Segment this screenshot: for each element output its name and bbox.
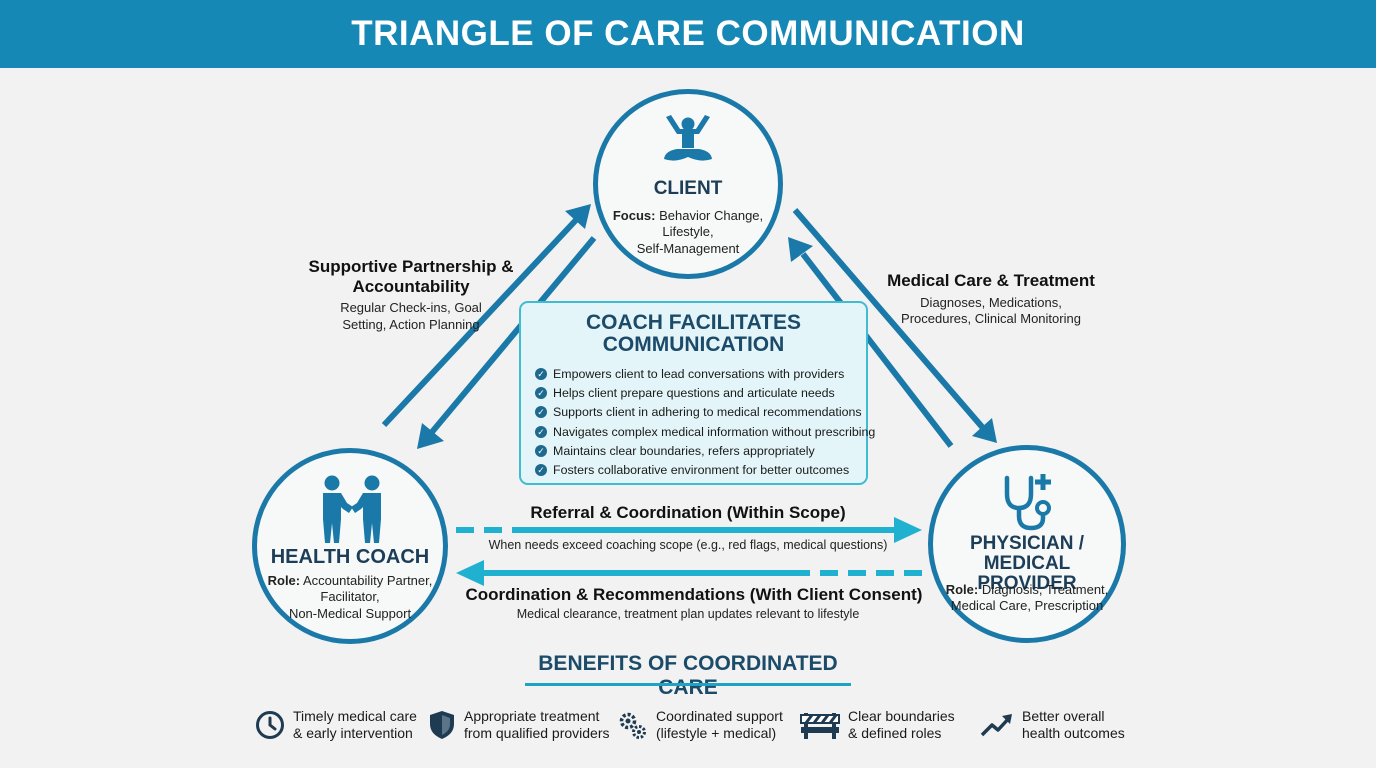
client-node: CLIENT Focus: Behavior Change, Lifestyle… xyxy=(593,89,783,279)
referral-label: Referral & Coordination (Within Scope) xyxy=(468,503,908,523)
list-item: ✓ Maintains clear boundaries, refers appr… xyxy=(535,441,875,460)
coach-facilitates-box: COACH FACILITATES COMMUNICATION ✓ Empower… xyxy=(519,301,875,485)
arrow-physician-to-client xyxy=(788,237,954,448)
list-item: ✓ Fosters collaborative environment for b… xyxy=(535,460,875,479)
arrow-client-to-physician xyxy=(792,208,997,443)
benefits-title: BENEFITS OF COORDINATED CARE xyxy=(538,652,838,699)
list-item-text: Helps client prepare questions and artic… xyxy=(553,385,835,400)
client-focus-line: Lifestyle, xyxy=(662,224,714,240)
benefit-item: Coordinated support (lifestyle + medical… xyxy=(616,708,783,742)
benefit-text-line: Better overall xyxy=(1022,708,1105,724)
meditating-person-icon xyxy=(664,115,712,161)
physician-title-line: MEDICAL PROVIDER xyxy=(977,552,1077,594)
client-focus-label: Focus: xyxy=(612,208,656,223)
clock-icon xyxy=(256,711,284,740)
shield-icon xyxy=(430,711,454,740)
benefit-text-line: Coordinated support xyxy=(656,708,783,724)
check-circle-icon: ✓ xyxy=(535,425,547,438)
list-item-text: Supports client in adhering to medical r… xyxy=(553,405,862,420)
list-item: ✓ Supports client in adhering to medical … xyxy=(535,403,875,422)
benefit-item: Better overall health outcomes xyxy=(980,708,1125,742)
list-item-text: Fosters collaborative environment for be… xyxy=(553,463,850,478)
coach-facilitates-list: ✓ Empowers client to lead conversations w… xyxy=(535,364,875,480)
recommendations-label: Coordination & Recommendations (With Cli… xyxy=(458,585,930,605)
trend-up-icon xyxy=(980,714,1012,737)
check-circle-icon: ✓ xyxy=(535,386,547,399)
health-coach-role-line: Accountability Partner, xyxy=(303,573,433,588)
referral-title: Referral & Coordination (Within Scope) xyxy=(530,503,846,522)
partnership-title-line: Supportive Partnership & xyxy=(308,257,514,276)
benefits-underline xyxy=(525,683,851,686)
arrow-coach-to-client xyxy=(381,204,591,428)
health-coach-role-line: Facilitator, xyxy=(320,589,380,605)
physician-title: PHYSICIAN / MEDICAL PROVIDER xyxy=(933,534,1121,594)
client-title: CLIENT xyxy=(653,178,723,199)
physician-role-label: Role: xyxy=(945,582,979,597)
medical-care-title: Medical Care & Treatment xyxy=(887,271,1095,290)
physician-node: PHYSICIAN / MEDICAL PROVIDER Role: Diagn… xyxy=(928,445,1126,643)
partnership-desc-line: Setting, Action Planning xyxy=(342,316,480,332)
client-focus: Focus: Behavior Change, Lifestyle, Self-… xyxy=(598,208,778,257)
check-circle-icon: ✓ xyxy=(535,367,547,380)
medical-care-label: Medical Care & Treatment Diagnoses, Medi… xyxy=(870,271,1112,328)
arrow-recommendations xyxy=(456,560,922,586)
health-coach-node: HEALTH COACH Role: Accountability Partne… xyxy=(252,448,448,644)
physician-role-line: Diagnosis, Treatment, xyxy=(981,582,1109,597)
list-item: ✓ Helps client prepare questions and arti… xyxy=(535,383,875,402)
benefit-text-line: & early intervention xyxy=(293,725,413,742)
list-item-text: Navigates complex medical information wi… xyxy=(553,424,876,439)
list-item: ✓ Navigates complex medical information w… xyxy=(535,422,875,441)
physician-title-line: PHYSICIAN / xyxy=(969,533,1085,554)
health-coach-title: HEALTH COACH xyxy=(270,546,430,568)
check-circle-icon: ✓ xyxy=(535,406,547,419)
physician-role-line: Medical Care, Prescription xyxy=(950,598,1104,614)
coach-facilitates-title: COACH FACILITATES COMMUNICATION xyxy=(521,311,866,357)
handshake-people-icon xyxy=(323,475,381,543)
arrow-referral xyxy=(456,517,922,543)
recommendations-title: Coordination & Recommendations (With Cli… xyxy=(465,585,923,604)
benefit-text-line: & defined roles xyxy=(848,725,942,742)
referral-desc: When needs exceed coaching scope (e.g., … xyxy=(488,538,888,552)
gears-icon xyxy=(619,712,646,740)
list-item-text: Maintains clear boundaries, refers appro… xyxy=(553,443,815,458)
benefit-item: Clear boundaries & defined roles xyxy=(800,708,955,742)
health-coach-role-label: Role: xyxy=(267,573,301,588)
benefit-item: Appropriate treatment from qualified pro… xyxy=(428,708,610,742)
arrow-client-to-coach xyxy=(417,236,597,449)
benefit-text-line: from qualified providers xyxy=(464,725,610,742)
physician-role: Role: Diagnosis, Treatment, Medical Care… xyxy=(933,582,1121,615)
health-coach-role: Role: Accountability Partner, Facilitato… xyxy=(257,573,443,622)
coach-facilitates-title-line: COACH FACILITATES xyxy=(585,311,802,334)
benefit-text-line: Clear boundaries xyxy=(848,708,955,724)
page-title: TRIANGLE OF CARE COMMUNICATION xyxy=(0,0,1376,68)
partnership-label: Supportive Partnership & Accountability … xyxy=(296,257,526,334)
recommendations-desc: Medical clearance, treatment plan update… xyxy=(516,607,860,621)
partnership-desc-line: Regular Check-ins, Goal xyxy=(340,300,482,316)
benefit-text-line: Timely medical care xyxy=(293,708,417,724)
stethoscope-icon xyxy=(1004,474,1051,531)
coach-facilitates-title-line: COMMUNICATION xyxy=(602,333,785,357)
benefit-text-line: Appropriate treatment xyxy=(464,708,600,724)
check-circle-icon: ✓ xyxy=(535,444,547,457)
partnership-title-line: Accountability xyxy=(352,276,470,296)
benefit-text-line: (lifestyle + medical) xyxy=(656,725,777,742)
benefit-item: Timely medical care & early intervention xyxy=(255,708,417,742)
barrier-icon xyxy=(800,713,840,740)
medical-care-desc-line: Diagnoses, Medications, xyxy=(920,294,1062,310)
client-focus-line: Behavior Change, xyxy=(659,208,764,223)
list-item: ✓ Empowers client to lead conversations w… xyxy=(535,364,875,383)
benefit-text-line: health outcomes xyxy=(1022,725,1125,742)
health-coach-role-line: Non-Medical Support xyxy=(288,605,412,621)
medical-care-desc-line: Procedures, Clinical Monitoring xyxy=(901,311,1081,327)
client-focus-line: Self-Management xyxy=(636,240,740,256)
check-circle-icon: ✓ xyxy=(535,464,547,477)
list-item-text: Empowers client to lead conversations wi… xyxy=(553,366,845,381)
